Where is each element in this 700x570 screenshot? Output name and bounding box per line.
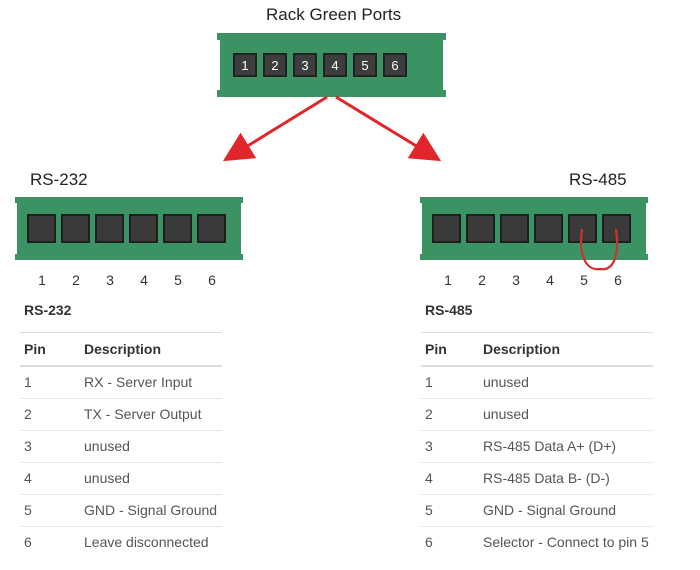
description-cell: unused <box>80 462 222 495</box>
description-cell: RS-485 Data A+ (D+) <box>479 430 653 463</box>
pin-column-header: Pin <box>20 332 80 367</box>
pin-number: 4 <box>546 272 554 288</box>
pin-cell: 3 <box>421 430 479 463</box>
rs485-port-2 <box>466 214 495 243</box>
pin-cell: 2 <box>421 398 479 431</box>
pin-number: 2 <box>72 272 80 288</box>
description-cell: unused <box>479 366 653 399</box>
split-arrows <box>222 95 442 162</box>
table-row: 6 Selector - Connect to pin 5 <box>421 527 653 559</box>
jumper-wire-5-6 <box>580 228 619 271</box>
description-cell: unused <box>80 430 222 463</box>
diagram-title: Rack Green Ports <box>266 5 402 24</box>
pin-number: 1 <box>444 272 452 288</box>
pin-number: 1 <box>38 272 46 288</box>
rs232-port-row <box>27 214 226 243</box>
pin-cell: 4 <box>421 462 479 495</box>
description-column-header: Description <box>80 332 222 367</box>
pin-cell: 6 <box>24 534 32 550</box>
pin-cell: 2 <box>20 398 80 431</box>
top-port-1: 1 <box>233 53 257 77</box>
pin-number: 5 <box>580 272 588 288</box>
rs485-port-3 <box>500 214 529 243</box>
top-port-4: 4 <box>323 53 347 77</box>
pin-cell: 6 <box>425 534 433 550</box>
pin-column-header: Pin <box>421 332 479 367</box>
pin-number: 5 <box>174 272 182 288</box>
port-number: 6 <box>391 57 399 73</box>
pin-cell: 5 <box>421 494 479 527</box>
top-port-6: 6 <box>383 53 407 77</box>
rs232-label: RS-232 <box>30 170 88 189</box>
rs232-pin-numbers: 1 2 3 4 5 6 <box>25 272 229 288</box>
rs485-port-5 <box>568 214 597 243</box>
rs232-port-5 <box>163 214 192 243</box>
rs485-port-4 <box>534 214 563 243</box>
description-cell: GND - Signal Ground <box>479 494 653 527</box>
pin-number: 3 <box>512 272 520 288</box>
pin-cell: 5 <box>20 494 80 527</box>
top-port-3: 3 <box>293 53 317 77</box>
rs485-table-caption: RS-485 <box>425 302 473 318</box>
rs232-port-6 <box>197 214 226 243</box>
rs232-port-4 <box>129 214 158 243</box>
description-cell: Leave disconnected <box>84 534 209 550</box>
top-port-5: 5 <box>353 53 377 77</box>
pin-number: 6 <box>208 272 216 288</box>
port-number: 1 <box>241 57 249 73</box>
arrow-to-rs485 <box>335 95 442 162</box>
rs485-label: RS-485 <box>569 170 627 189</box>
pin-cell: 3 <box>20 430 80 463</box>
arrow-to-rs232 <box>222 95 328 162</box>
rs232-port-3 <box>95 214 124 243</box>
pin-cell: 1 <box>20 366 80 399</box>
table-header-row: Pin Description <box>421 332 653 367</box>
rs232-table-caption: RS-232 <box>24 302 72 318</box>
port-number: 2 <box>271 57 279 73</box>
port-number: 5 <box>361 57 369 73</box>
description-cell: GND - Signal Ground <box>80 494 222 527</box>
description-cell: TX - Server Output <box>80 398 222 431</box>
top-port-row: 1 2 3 4 5 6 <box>233 53 407 77</box>
table-header-row: Pin Description <box>20 332 222 367</box>
description-column-header: Description <box>479 332 653 367</box>
table-row: 6 Leave disconnected <box>20 527 222 559</box>
top-port-2: 2 <box>263 53 287 77</box>
description-cell: RS-485 Data B- (D-) <box>479 462 653 495</box>
description-cell: unused <box>479 398 653 431</box>
pin-number: 2 <box>478 272 486 288</box>
description-cell: Selector - Connect to pin 5 <box>483 534 649 550</box>
pin-number: 6 <box>614 272 622 288</box>
pin-number: 3 <box>106 272 114 288</box>
pin-cell: 1 <box>421 366 479 399</box>
rs232-port-2 <box>61 214 90 243</box>
description-cell: RX - Server Input <box>80 366 222 399</box>
rs485-port-1 <box>432 214 461 243</box>
rs485-pin-numbers: 1 2 3 4 5 6 <box>431 272 635 288</box>
pin-number: 4 <box>140 272 148 288</box>
port-number: 4 <box>331 57 339 73</box>
rs232-port-1 <box>27 214 56 243</box>
port-number: 3 <box>301 57 309 73</box>
pin-cell: 4 <box>20 462 80 495</box>
